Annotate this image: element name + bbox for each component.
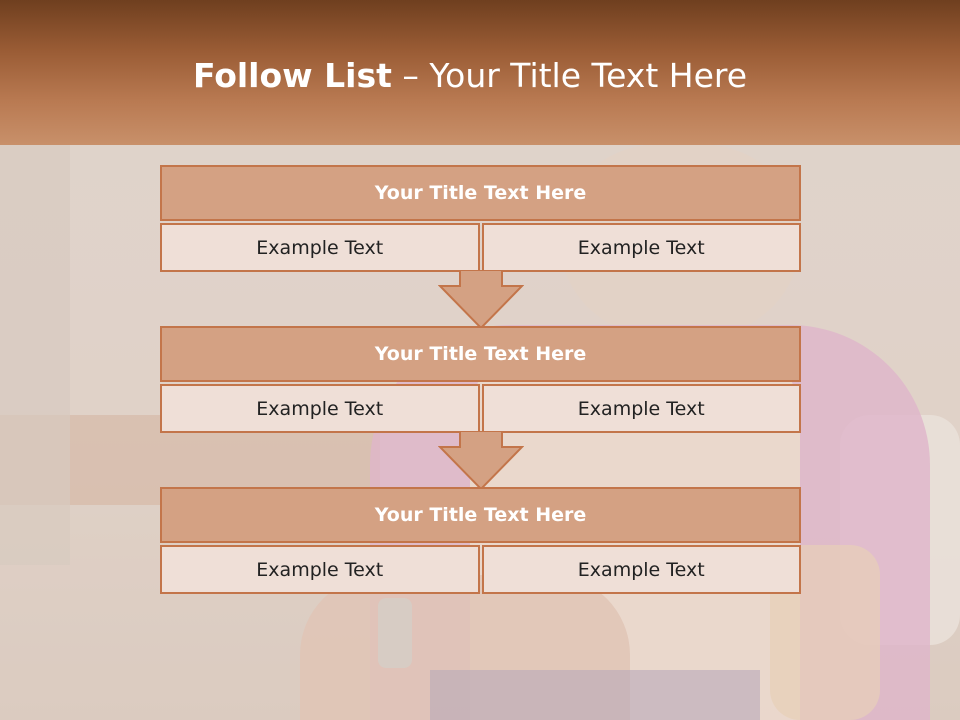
skirt-shape: [430, 670, 760, 720]
block-cell-left: Example Text: [160, 384, 480, 433]
slide-title: Follow List – Your Title Text Here: [0, 52, 940, 100]
watch-shape: [378, 598, 412, 668]
title-bold: Follow List: [192, 56, 392, 95]
header-band: [0, 0, 960, 145]
block-row: Example Text Example Text: [160, 384, 801, 433]
block-row: Example Text Example Text: [160, 545, 801, 594]
title-rest: – Your Title Text Here: [391, 56, 748, 95]
block-title: Your Title Text Here: [160, 165, 801, 221]
follow-block-3: Your Title Text Here Example Text Exampl…: [160, 487, 801, 594]
block-cell-right: Example Text: [481, 223, 801, 272]
down-arrow-icon: [438, 431, 524, 491]
block-row: Example Text Example Text: [160, 223, 801, 272]
follow-block-2: Your Title Text Here Example Text Exampl…: [160, 326, 801, 433]
tree-trunk-shape: [0, 145, 70, 565]
follow-block-1: Your Title Text Here Example Text Exampl…: [160, 165, 801, 272]
block-title: Your Title Text Here: [160, 326, 801, 382]
down-arrow-icon: [438, 270, 524, 330]
block-cell-left: Example Text: [160, 223, 480, 272]
block-cell-left: Example Text: [160, 545, 480, 594]
block-cell-right: Example Text: [481, 545, 801, 594]
block-title: Your Title Text Here: [160, 487, 801, 543]
block-cell-right: Example Text: [481, 384, 801, 433]
